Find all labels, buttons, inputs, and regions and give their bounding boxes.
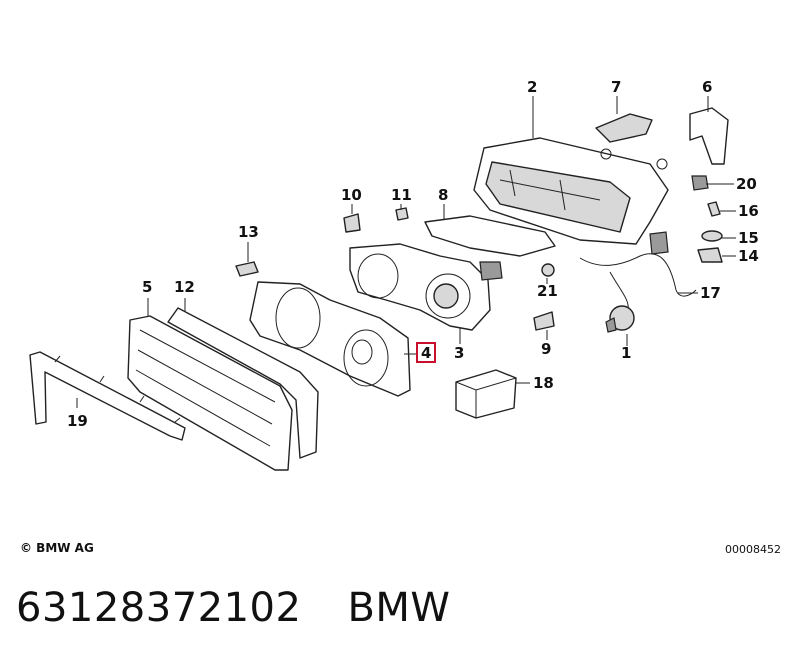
callout-11: 11	[391, 186, 412, 204]
callout-19: 19	[67, 412, 88, 430]
diagram-reference-number: 00008452	[725, 543, 781, 556]
part-6-bracket	[689, 107, 729, 165]
part-2-housing	[473, 137, 669, 245]
part-8-cover-plate	[424, 215, 556, 257]
part-13-clip	[235, 261, 259, 277]
part-19-trim-strip	[29, 351, 186, 441]
callout-3: 3	[454, 344, 464, 362]
part-12-gasket	[167, 307, 319, 459]
callout-8: 8	[438, 186, 448, 204]
part-4-reflector-frame	[249, 281, 411, 397]
callout-18: 18	[533, 374, 554, 392]
callout-10: 10	[341, 186, 362, 204]
copyright-notice: © BMW AG	[20, 541, 94, 555]
callout-5: 5	[142, 278, 152, 296]
callout-14: 14	[738, 247, 759, 265]
callout-2: 2	[527, 78, 537, 96]
callout-1: 1	[621, 344, 631, 362]
bulbs-and-sockets	[343, 207, 635, 333]
leader-lines	[76, 96, 736, 408]
small-fittings	[691, 175, 723, 263]
callout-12: 12	[174, 278, 195, 296]
part-footer: 63128372102 BMW	[16, 585, 450, 631]
part-3-headlight-insert	[349, 243, 503, 331]
callout-15: 15	[738, 229, 759, 247]
callout-20: 20	[736, 175, 757, 193]
callout-4: 4	[421, 344, 431, 362]
callout-16: 16	[738, 202, 759, 220]
part-number: 63128372102	[16, 585, 302, 631]
part-18-box	[455, 369, 517, 419]
callout-9: 9	[541, 340, 551, 358]
part-5-lens	[127, 315, 293, 471]
callout-17: 17	[700, 284, 721, 302]
callout-4-highlight-box	[416, 342, 436, 363]
callout-7: 7	[611, 78, 621, 96]
callout-21: 21	[537, 282, 558, 300]
wiring-harness	[579, 231, 697, 311]
part-7-cap	[595, 113, 653, 143]
callout-13: 13	[238, 223, 259, 241]
callout-6: 6	[702, 78, 712, 96]
exploded-parts-diagram: 1 2 3 4 5 6 7 8 9 10 11 12 13 14 15 16 1…	[29, 78, 759, 471]
brand-name: BMW	[347, 585, 451, 631]
callouts: 1 2 3 4 5 6 7 8 9 10 11 12 13 14 15 16 1…	[67, 78, 759, 430]
